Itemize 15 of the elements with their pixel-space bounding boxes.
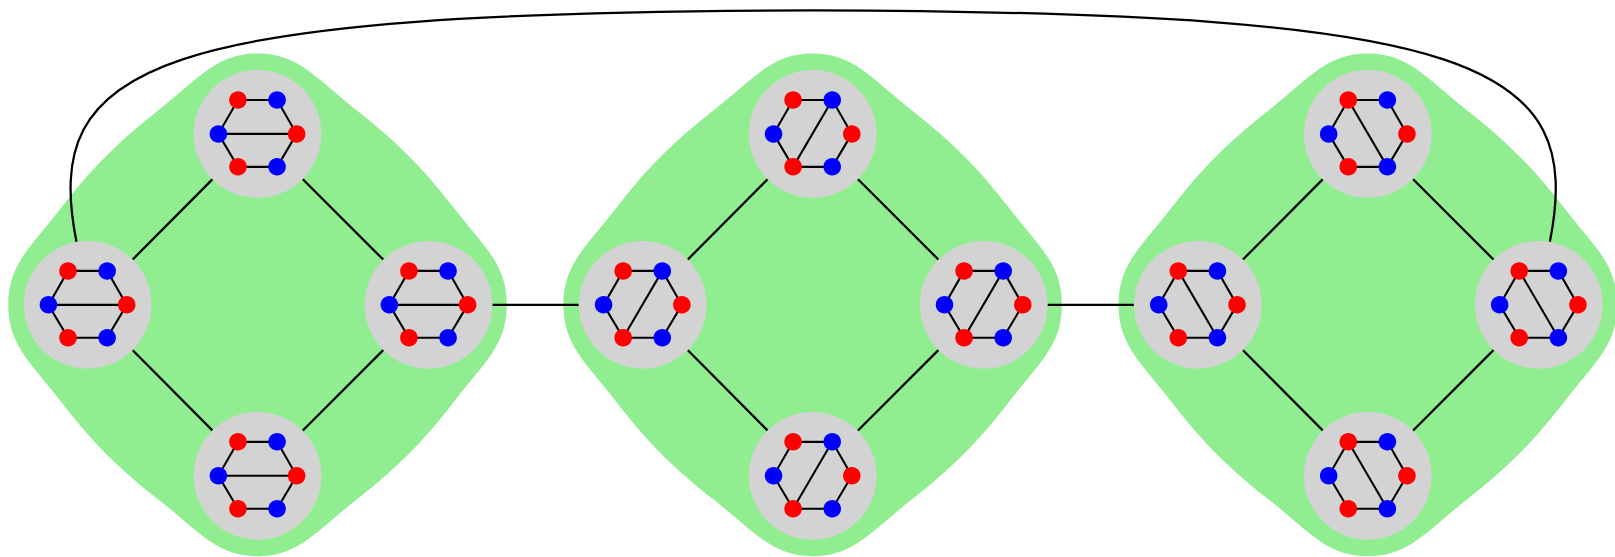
connector-line	[492, 303, 579, 306]
connector-line	[1242, 178, 1324, 261]
connector-line	[302, 349, 384, 432]
connector-line	[1412, 178, 1495, 261]
connector-line	[1412, 349, 1495, 432]
connector-line	[70, 9, 1556, 242]
connector-line	[131, 178, 214, 261]
connector-line	[131, 349, 214, 432]
connector-line	[1047, 303, 1134, 306]
connector-line	[1242, 349, 1324, 432]
connector-line	[687, 178, 769, 261]
connector-line	[302, 178, 384, 261]
connector-line	[857, 178, 940, 261]
connector-line	[857, 349, 940, 432]
connector-line	[687, 349, 769, 432]
